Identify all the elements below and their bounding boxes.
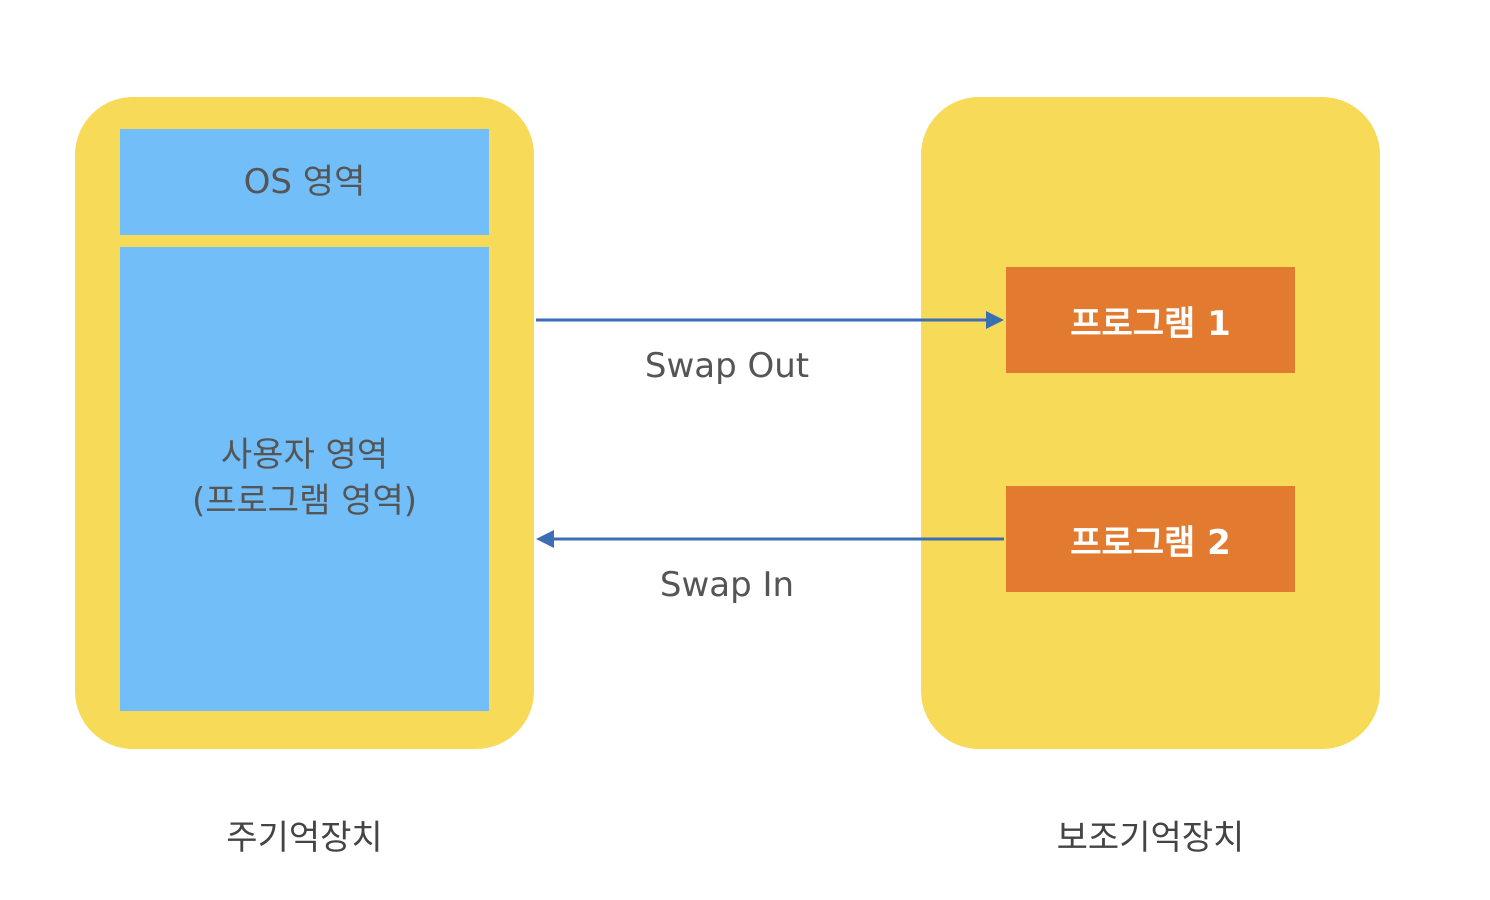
os-region: OS 영역 [120,129,489,235]
secondary-memory-label: 보조기억장치 [1056,818,1245,858]
program-1-label: 프로그램 1 [1070,303,1231,344]
user-region: 사용자 영역 (프로그램 영역) [120,247,489,711]
user-region-sublabel: (프로그램 영역) [191,481,418,521]
user-region-label: 사용자 영역 [220,435,389,475]
program-2-box: 프로그램 2 [1006,486,1295,592]
main-memory-label: 주기억장치 [226,818,383,858]
swap-out-arrow [536,311,1004,329]
program-2-label: 프로그램 2 [1070,522,1231,563]
secondary-memory-panel [921,97,1380,749]
swap-out-label: Swap Out [644,346,810,386]
os-region-label: OS 영역 [243,162,366,202]
swap-in-label: Swap In [659,565,795,605]
program-1-box: 프로그램 1 [1006,267,1295,373]
swap-in-arrow [536,530,1004,548]
